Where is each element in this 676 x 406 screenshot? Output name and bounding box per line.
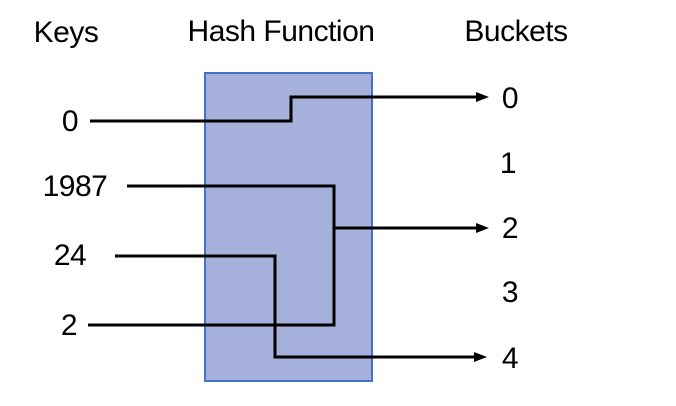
bucket-label-0: 0 (501, 82, 519, 115)
key-label-24: 24 (53, 239, 87, 272)
bucket-label-2: 2 (501, 212, 519, 245)
bucket-label-3: 3 (501, 276, 519, 309)
hash-function-box (204, 72, 373, 382)
buckets-header: Buckets (464, 15, 568, 48)
key-label-2: 2 (60, 309, 78, 342)
keys-header: Keys (33, 16, 99, 49)
key-label-0: 0 (61, 105, 79, 138)
hash-function-header: Hash Function (187, 15, 375, 48)
bucket-label-1: 1 (499, 147, 517, 180)
bucket-label-4: 4 (501, 342, 519, 375)
key-label-1987: 1987 (42, 170, 108, 203)
